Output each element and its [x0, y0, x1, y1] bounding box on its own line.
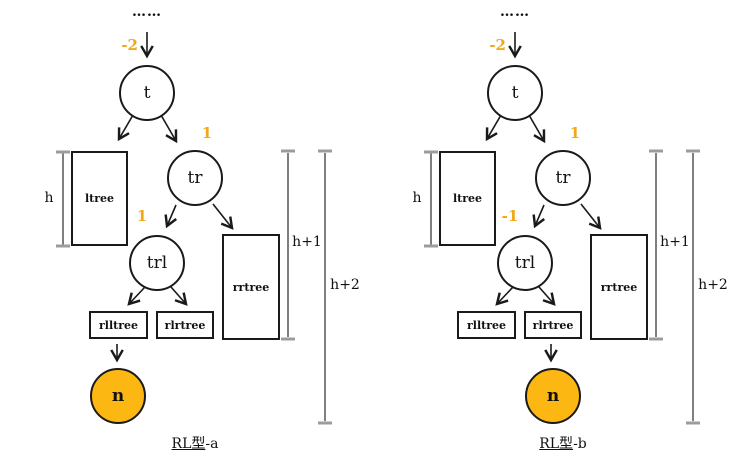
height-label-h1: h+1: [292, 234, 322, 250]
height-label-h1: h+1: [660, 234, 690, 250]
height-label-h: h: [44, 190, 54, 206]
subtree-rlrtree: rlrtree: [524, 311, 582, 339]
diagram-rl-b: …… -2 1 -1 t tr trl n ltree rrtree rlltr…: [368, 0, 741, 464]
subtree-rrtree: rrtree: [222, 234, 280, 340]
ancestor-ellipsis: ……: [132, 4, 162, 20]
node-tr: tr: [535, 150, 591, 206]
balance-label-tr: 1: [569, 124, 581, 142]
node-trl: trl: [129, 235, 185, 291]
subtree-ltree: ltree: [439, 151, 496, 246]
node-tr: tr: [167, 150, 223, 206]
edge-trl-rlrtree: [538, 286, 556, 306]
edge-t-ltree: [485, 114, 502, 142]
subtree-rlltree: rlltree: [457, 311, 516, 339]
balance-label-trl: -1: [501, 207, 519, 225]
edge-trl-rlltree: [495, 286, 514, 306]
subtree-rlrtree: rlrtree: [156, 311, 214, 339]
node-t: t: [119, 65, 175, 121]
balance-label-tr: 1: [201, 124, 213, 142]
diagram-rl-a: …… -2 1 1 t tr trl n ltree rrtree rlltre…: [44, 4, 360, 453]
balance-label-root: -2: [121, 36, 138, 54]
height-label-h2: h+2: [330, 277, 360, 293]
caption-main: RL型: [539, 436, 574, 452]
height-label-h: h: [412, 190, 422, 206]
node-t: t: [487, 65, 543, 121]
caption-main: RL型: [171, 436, 206, 452]
height-label-h2: h+2: [698, 277, 728, 293]
edge-tr-trl: [532, 204, 546, 229]
ancestor-ellipsis: ……: [500, 4, 530, 20]
edge-t-tr: [528, 114, 546, 144]
balance-label-trl: 1: [136, 207, 148, 225]
edge-tr-rrtree: [580, 203, 602, 230]
node-n-new: n: [90, 368, 146, 424]
edge-t-ltree: [117, 114, 134, 142]
diagram-a-connectors: [56, 32, 332, 425]
edge-trl-rlrtree: [170, 286, 188, 306]
subtree-rrtree: rrtree: [590, 234, 648, 340]
subtree-ltree: ltree: [71, 151, 128, 246]
node-n-new: n: [525, 368, 581, 424]
edge-tr-trl: [164, 204, 178, 229]
caption: RL型-a: [115, 436, 275, 453]
caption-suffix: -a: [205, 436, 219, 452]
caption: RL型-b: [483, 436, 643, 453]
edge-tr-rrtree: [212, 203, 234, 230]
subtree-rlltree: rlltree: [89, 311, 148, 339]
caption-suffix: -b: [573, 436, 587, 452]
edge-trl-rlltree: [127, 286, 146, 306]
node-trl: trl: [497, 235, 553, 291]
edge-t-tr: [160, 114, 178, 144]
balance-label-root: -2: [489, 36, 506, 54]
